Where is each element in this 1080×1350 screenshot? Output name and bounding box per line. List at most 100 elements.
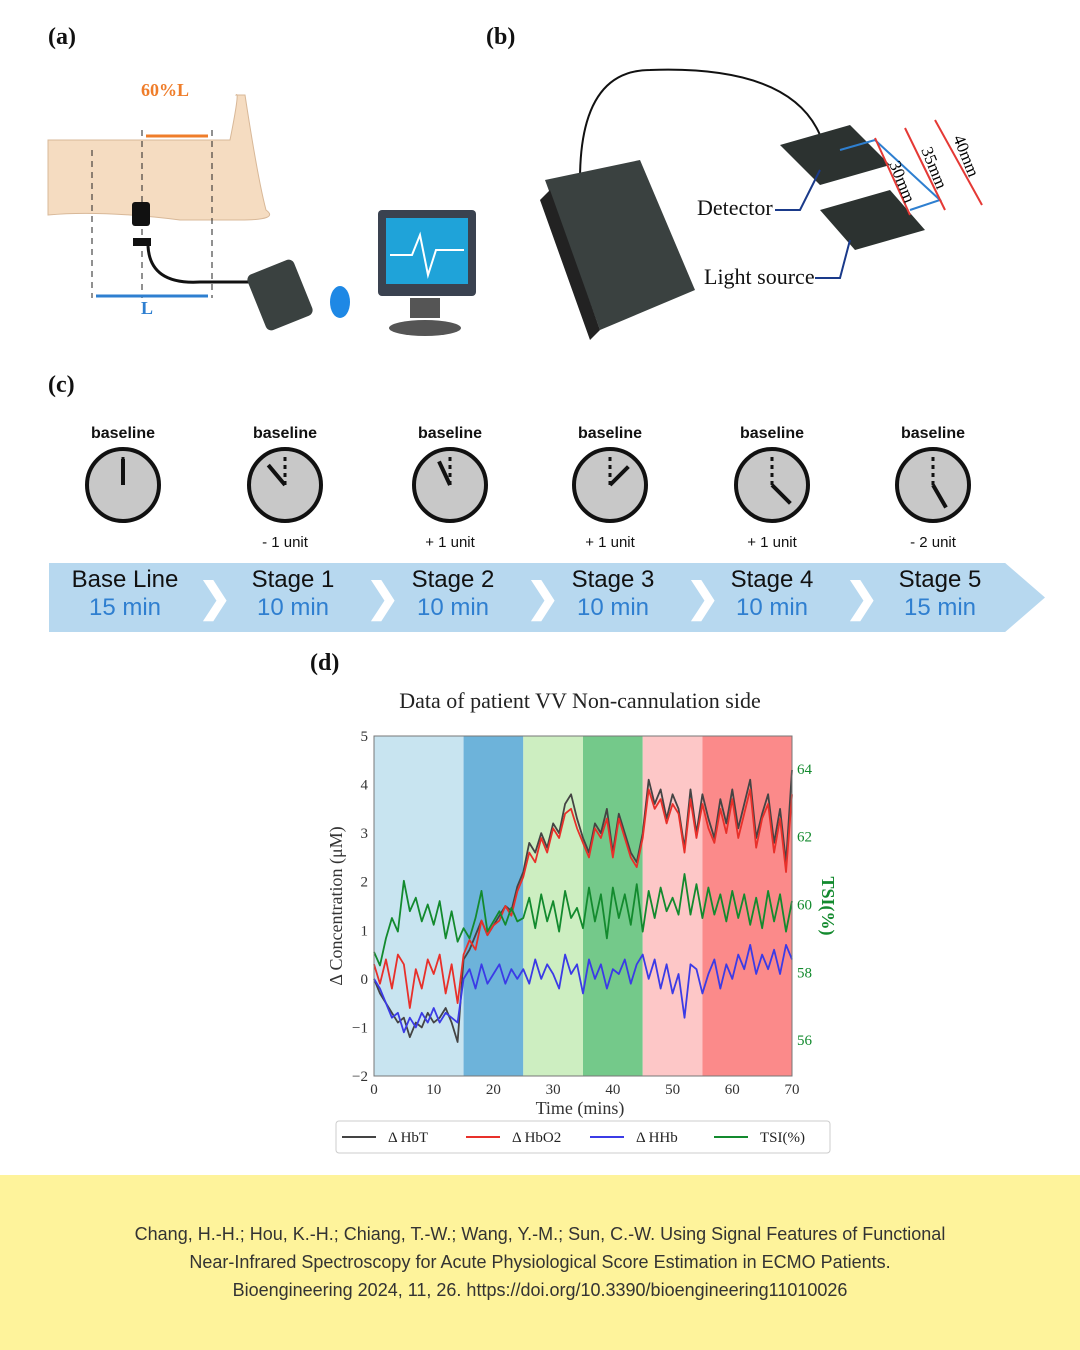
panel-a-illustration (47, 94, 476, 336)
clock-icon (572, 447, 648, 523)
citation-line-1: Chang, H.-H.; Hou, K.-H.; Chiang, T.-W.;… (134, 1224, 946, 1244)
clock-top-label: baseline (900, 425, 966, 442)
panel-b-label: (b) (486, 24, 516, 50)
clock-1: baseline - 1 unit (225, 425, 345, 552)
clock-top-label: baseline (252, 425, 318, 442)
legend-label-2: Δ HHb (636, 1130, 678, 1146)
series-line-3 (373, 873, 793, 967)
stage-name: Stage 2 (411, 566, 495, 593)
timeline-arrow (49, 563, 1045, 632)
clock-icon (85, 447, 161, 523)
stage-name: Stage 3 (571, 566, 655, 593)
clock-top-label: baseline (739, 425, 805, 442)
chevron-icon: ❯ (845, 576, 879, 620)
y-tick-label: 1 (361, 923, 369, 939)
legend-label-3: TSI(%) (760, 1130, 805, 1146)
y2-tick-label: 56 (797, 1033, 813, 1049)
panel-d-label: (d) (310, 650, 340, 676)
x-tick-label: 20 (486, 1082, 501, 1098)
series-line-2 (373, 943, 793, 1034)
clock-0: baseline (63, 425, 183, 552)
x-tick-label: 40 (605, 1082, 620, 1098)
y-tick-label: −1 (352, 1020, 368, 1036)
chart-title: Data of patient VV Non-cannulation side (399, 688, 761, 713)
panel-b-illustration (540, 68, 983, 340)
detector-label: Detector (697, 195, 773, 220)
x-tick-label: 50 (665, 1082, 680, 1098)
percent-label: 60%L (141, 80, 190, 100)
stage-duration: 15 min (88, 594, 162, 621)
sensor-icon (132, 202, 150, 226)
clock-5: baseline - 2 unit (873, 425, 993, 552)
clock-4: baseline + 1 unit (712, 425, 832, 552)
stage-duration: 10 min (256, 594, 330, 621)
clock-unit-label: + 1 unit (585, 534, 635, 551)
citation-line-3: Bioengineering 2024, 11, 26. https://doi… (232, 1280, 848, 1300)
cable (146, 245, 258, 284)
citation-line-2: Near-Infrared Spectroscopy for Acute Phy… (189, 1252, 891, 1272)
clock-unit-label (63, 534, 183, 552)
stage-duration: 15 min (903, 594, 977, 621)
clock-2: baseline + 1 unit (390, 425, 510, 552)
y-tick-label: 5 (361, 729, 369, 745)
clock-icon (895, 447, 971, 523)
y2-tick-label: 64 (797, 762, 813, 778)
x-tick-label: 0 (370, 1082, 378, 1098)
stage-duration: 10 min (416, 594, 490, 621)
legend-label-1: Δ HbO2 (512, 1130, 561, 1146)
y2-tick-label: 62 (797, 830, 812, 846)
clock-3: baseline + 1 unit (550, 425, 670, 552)
y-tick-label: −2 (352, 1069, 368, 1085)
plot-frame (373, 735, 793, 1077)
clock-unit-label: - 2 unit (910, 534, 956, 551)
cable (579, 68, 821, 181)
stage-name: Stage 5 (898, 566, 982, 593)
chevron-icon: ❯ (686, 576, 720, 620)
clock-icon (734, 447, 810, 523)
leg-shape (47, 94, 271, 221)
y-tick-label: 3 (361, 826, 369, 842)
stage-name: Stage 4 (730, 566, 814, 593)
bluetooth-icon (330, 286, 350, 318)
series-line-0 (373, 769, 793, 1043)
length-label: L (141, 298, 154, 318)
clock-top-label: baseline (90, 425, 156, 442)
clock-unit-label: - 1 unit (262, 534, 308, 551)
detector-pad (780, 125, 890, 185)
device-icon (545, 160, 695, 330)
y-tick-label: 4 (361, 778, 369, 794)
chart: Data of patient VV Non-cannulation side 0… (326, 688, 838, 1154)
stage-duration: 10 min (576, 594, 650, 621)
chevron-icon: ❯ (366, 576, 400, 620)
clock-unit-label: + 1 unit (425, 534, 475, 551)
series-line-1 (373, 788, 793, 1009)
y2-tick-label: 58 (797, 965, 812, 981)
stage-duration: 10 min (735, 594, 809, 621)
clock-unit-label: + 1 unit (747, 534, 797, 551)
y2-axis-label: TSI(%) (817, 876, 838, 935)
clock-top-label: baseline (577, 425, 643, 442)
y2-tick-label: 60 (797, 897, 812, 913)
light-source-pad (820, 190, 925, 250)
clock-icon (247, 447, 323, 523)
clock-icon (412, 447, 488, 523)
chevron-icon: ❯ (198, 576, 232, 620)
panel-c-label: (c) (48, 372, 75, 398)
panel-a-label: (a) (48, 24, 76, 50)
y-tick-label: 0 (361, 972, 369, 988)
legend-label-0: Δ HbT (388, 1130, 428, 1146)
phase-band-2 (523, 736, 583, 1076)
chevron-icon: ❯ (526, 576, 560, 620)
device-icon (247, 259, 313, 331)
x-tick-label: 70 (785, 1082, 800, 1098)
x-tick-label: 60 (725, 1082, 740, 1098)
legend-box (335, 1120, 831, 1154)
light-source-label: Light source (704, 264, 815, 289)
stage-name: Stage 1 (251, 566, 335, 593)
